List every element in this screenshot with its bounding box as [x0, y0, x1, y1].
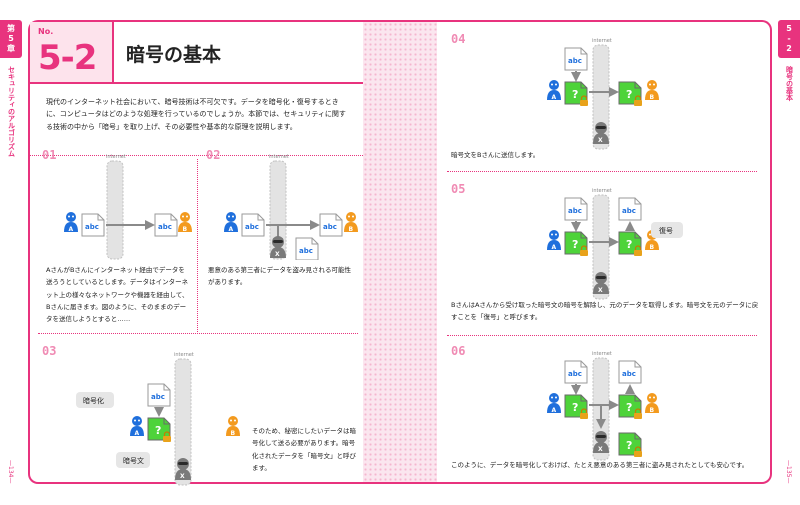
svg-text:X: X: [598, 446, 603, 453]
internet-label: internet: [592, 188, 612, 194]
svg-text:B: B: [349, 226, 354, 233]
internet-cloud: [106, 160, 124, 260]
book-gutter: [363, 20, 437, 484]
section-side-title: 暗号の基本: [785, 66, 794, 101]
decrypt-callout: [651, 222, 683, 238]
chapter-title: セキュリティのアルゴリズム: [7, 66, 16, 157]
section-side-tab: 5 - 2 暗号の基本: [778, 20, 800, 101]
svg-text:abc: abc: [151, 393, 165, 401]
diagram-01: internet A abc abc B: [64, 154, 192, 260]
page-number-right: —135—: [785, 459, 792, 483]
diagram-06: internet abc A ? abc ? B X ?: [547, 351, 659, 461]
panel-label-03: 03: [42, 344, 57, 358]
svg-text:A: A: [69, 226, 74, 233]
page-title: 暗号の基本: [126, 44, 222, 66]
svg-text:abc: abc: [568, 207, 582, 215]
left-page: No. 5-2 暗号の基本 現代のインターネット社会において、暗号技術は不可欠で…: [28, 20, 363, 486]
panel-label-02: 02: [206, 148, 221, 162]
section-number-box: No. 5-2: [30, 22, 114, 82]
svg-text:?: ?: [572, 88, 578, 101]
internet-label: internet: [592, 38, 612, 44]
svg-text:X: X: [598, 287, 603, 294]
svg-text:A: A: [552, 407, 557, 414]
section-tab-label: 5 - 2: [778, 20, 800, 58]
internet-cloud: [269, 160, 287, 260]
panel-divider: [447, 171, 757, 172]
caption-02: 悪意のある第三者にデータを盗み見される可能性があります。: [208, 266, 351, 287]
svg-text:B: B: [650, 244, 655, 251]
svg-text:?: ?: [626, 88, 632, 101]
svg-text:?: ?: [626, 238, 632, 251]
intro-text: 現代のインターネット社会において、暗号技術は不可欠です。データを暗号化・復号する…: [30, 84, 363, 156]
caption-04: 暗号文をBさんに送信します。: [451, 151, 540, 159]
panel-divider-horizontal: [38, 333, 358, 334]
chapter-tab-label: 第 5 章: [0, 20, 22, 58]
panel-divider: [447, 335, 757, 336]
svg-text:abc: abc: [299, 247, 313, 255]
internet-cloud: [592, 194, 610, 300]
right-page: 04 internet abc A ? ? B X 暗号文をBさんに送信します。…: [437, 20, 772, 484]
chapter-side-tab: 第 5 章 セキュリティのアルゴリズム: [0, 20, 22, 157]
svg-text:abc: abc: [622, 207, 636, 215]
svg-text:abc: abc: [85, 223, 99, 231]
section-header: No. 5-2 暗号の基本: [30, 22, 363, 84]
panel-label-06: 06: [451, 344, 466, 358]
svg-text:暗号文: 暗号文: [123, 456, 144, 465]
svg-text:?: ?: [626, 401, 632, 414]
encrypt-callout: [76, 392, 114, 408]
diagram-03: internet 暗号化 abc A ? B 暗号文 X: [76, 352, 240, 486]
panel-label-05: 05: [451, 182, 466, 196]
svg-text:abc: abc: [158, 223, 172, 231]
svg-text:復号: 復号: [659, 226, 673, 235]
svg-text:A: A: [135, 430, 140, 437]
svg-text:?: ?: [572, 401, 578, 414]
svg-text:B: B: [231, 430, 236, 437]
svg-text:X: X: [275, 251, 280, 258]
caption-03: そのため、秘密にしたいデータは暗号化して送る必要があります。暗号化されたデータを…: [252, 427, 356, 473]
page-number-left: —134—: [7, 459, 14, 483]
svg-text:A: A: [552, 94, 557, 101]
svg-text:abc: abc: [568, 370, 582, 378]
svg-text:X: X: [180, 473, 185, 480]
internet-cloud: [174, 358, 192, 486]
caption-06: このように、データを暗号化しておけば、たとえ悪意のある第三者に盗み見されたとして…: [451, 461, 749, 469]
svg-text:A: A: [552, 244, 557, 251]
svg-text:abc: abc: [245, 223, 259, 231]
internet-label: internet: [592, 351, 612, 357]
svg-text:A: A: [229, 226, 234, 233]
svg-text:abc: abc: [622, 370, 636, 378]
svg-text:B: B: [650, 407, 655, 414]
diagram-02: internet A abc abc B X abc: [224, 154, 358, 260]
svg-text:B: B: [183, 226, 188, 233]
ciphertext-callout: [116, 452, 150, 468]
caption-01: AさんがBさんにインターネット経由でデータを送ろうとしているとします。データはイ…: [46, 266, 189, 324]
internet-cloud: [592, 44, 610, 150]
no-label: No.: [38, 27, 54, 36]
internet-label: internet: [174, 352, 194, 358]
internet-label: internet: [269, 154, 289, 160]
diagram-05: internet abc A ? abc ? B 復号 X: [547, 188, 683, 300]
panel-label-01: 01: [42, 148, 57, 162]
panel-divider-vertical: [197, 159, 198, 334]
svg-text:?: ?: [572, 238, 578, 251]
internet-label: internet: [106, 154, 126, 160]
svg-text:B: B: [650, 94, 655, 101]
svg-text:abc: abc: [568, 57, 582, 65]
panel-label-04: 04: [451, 32, 466, 46]
svg-text:?: ?: [626, 439, 632, 452]
svg-text:?: ?: [155, 424, 161, 437]
section-number: 5-2: [38, 38, 97, 78]
svg-text:暗号化: 暗号化: [83, 396, 104, 405]
svg-text:X: X: [598, 137, 603, 144]
caption-05: BさんはAさんから受け取った暗号文の暗号を解除し、元のデータを取得します。暗号文…: [451, 301, 759, 322]
diagram-04: internet abc A ? ? B X: [547, 38, 659, 150]
svg-text:abc: abc: [323, 223, 337, 231]
